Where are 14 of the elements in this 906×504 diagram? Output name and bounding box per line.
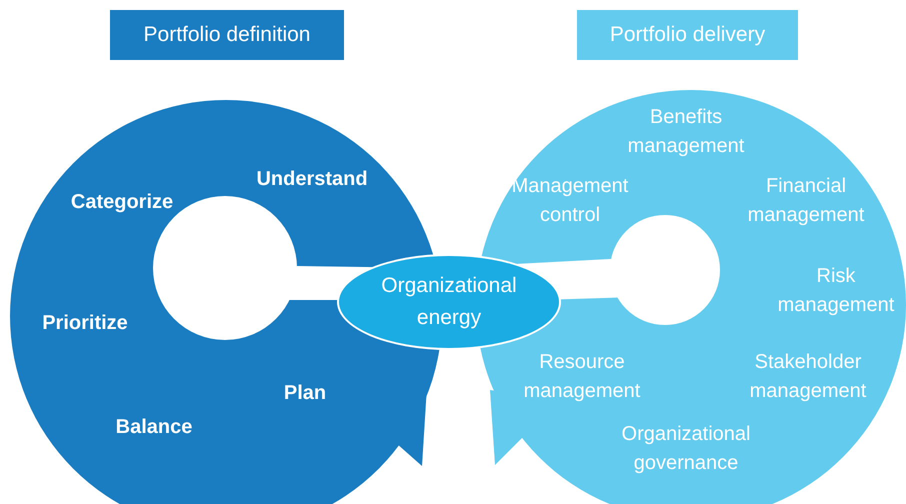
step-label: Balance bbox=[114, 415, 194, 440]
heading-box: Portfolio definition bbox=[110, 10, 344, 60]
step-label: Financial management bbox=[746, 174, 866, 228]
step-label: Prioritize bbox=[41, 311, 129, 336]
step-label: Resource management bbox=[522, 350, 642, 404]
step-label: Plan bbox=[282, 381, 328, 406]
heading-box: Portfolio delivery bbox=[577, 10, 798, 60]
step-label: Understand bbox=[255, 167, 369, 192]
step-label: Management control bbox=[510, 174, 630, 228]
step-label: Risk management bbox=[776, 264, 896, 318]
step-label: Categorize bbox=[70, 190, 174, 215]
step-label: Organizational governance bbox=[620, 422, 752, 476]
step-label: Benefits management bbox=[626, 105, 746, 159]
step-label: Stakeholder management bbox=[748, 350, 868, 404]
